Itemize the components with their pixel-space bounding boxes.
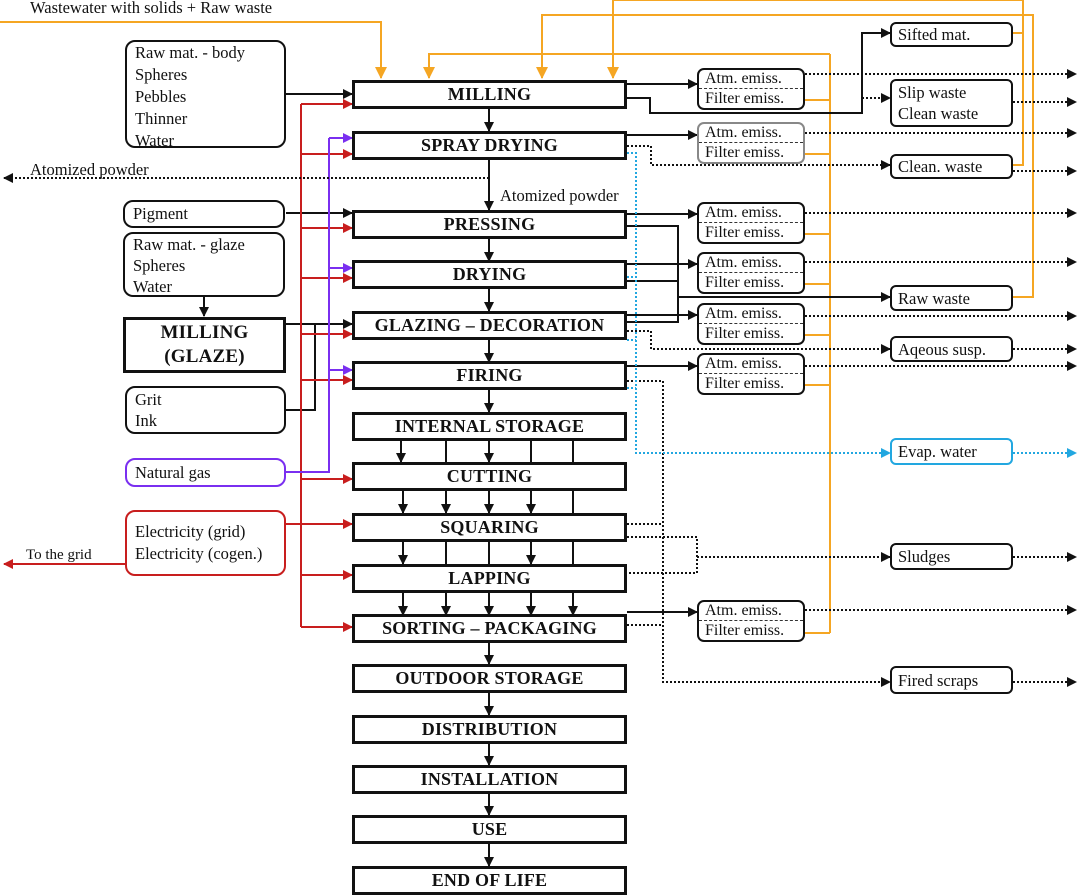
process-internal-storage[interactable]: INTERNAL STORAGE bbox=[352, 412, 627, 441]
input-pigment[interactable]: Pigment bbox=[123, 200, 285, 228]
filter-emissions: Filter emiss. bbox=[705, 374, 785, 392]
output-item: Slip waste bbox=[898, 83, 967, 102]
process-firing[interactable]: FIRING bbox=[352, 361, 627, 390]
input-item: Natural gas bbox=[135, 463, 211, 482]
process-milling[interactable]: MILLING bbox=[352, 80, 627, 109]
output-item: Sifted mat. bbox=[898, 25, 971, 44]
output-sludges[interactable]: Sludges bbox=[890, 543, 1013, 570]
emission-connectors bbox=[627, 28, 891, 617]
output-aqueous-suspension[interactable]: Aqeous susp. bbox=[890, 336, 1013, 362]
filter-emissions: Filter emiss. bbox=[705, 621, 785, 639]
input-body-materials[interactable]: Raw mat. - body Spheres Pebbles Thinner … bbox=[125, 40, 286, 150]
emissions-firing[interactable]: Atm. emiss. Filter emiss. bbox=[697, 353, 805, 395]
recycling-flow-lines bbox=[0, 0, 1034, 634]
output-slip-clean-waste[interactable]: Slip waste Clean waste bbox=[890, 79, 1013, 127]
input-item: Raw mat. - glaze bbox=[133, 235, 245, 254]
atm-emissions: Atm. emiss. bbox=[699, 70, 803, 89]
output-item: Raw waste bbox=[898, 288, 970, 308]
atomized-powder-out-label: Atomized powder bbox=[30, 160, 149, 179]
output-item: Clean. waste bbox=[898, 157, 983, 176]
electricity-lines bbox=[3, 99, 353, 632]
atm-emissions: Atm. emiss. bbox=[699, 602, 803, 621]
input-item: Electricity (cogen.) bbox=[135, 544, 263, 563]
process-distribution[interactable]: DISTRIBUTION bbox=[352, 715, 627, 744]
process-spray-drying[interactable]: SPRAY DRYING bbox=[352, 131, 627, 160]
input-item: Ink bbox=[135, 411, 157, 430]
input-glaze-materials[interactable]: Raw mat. - glaze Spheres Water bbox=[123, 232, 285, 297]
process-pressing[interactable]: PRESSING bbox=[352, 210, 627, 239]
evaporated-water-lines bbox=[627, 152, 1077, 458]
input-item: Water bbox=[133, 277, 172, 296]
emissions-spray-drying[interactable]: Atm. emiss. Filter emiss. bbox=[697, 122, 805, 164]
process-glazing-decoration[interactable]: GLAZING – DECORATION bbox=[352, 311, 627, 340]
input-item: Thinner bbox=[135, 109, 188, 128]
process-squaring[interactable]: SQUARING bbox=[352, 513, 627, 542]
process-installation[interactable]: INSTALLATION bbox=[352, 765, 627, 794]
emissions-milling[interactable]: Atm. emiss. Filter emiss. bbox=[697, 68, 805, 110]
process-cutting[interactable]: CUTTING bbox=[352, 462, 627, 491]
milling-glaze-line1: MILLING bbox=[160, 322, 249, 343]
raw-waste-return-line bbox=[536, 14, 1034, 298]
natural-gas-lines bbox=[286, 133, 353, 473]
output-sifted-material[interactable]: Sifted mat. bbox=[890, 22, 1013, 47]
input-item: Electricity (grid) bbox=[135, 522, 246, 541]
process-milling-glaze[interactable]: MILLING (GLAZE) bbox=[123, 317, 286, 373]
dotted-flow-lines bbox=[3, 69, 1077, 687]
process-end-of-life[interactable]: END OF LIFE bbox=[352, 866, 627, 895]
filter-return-line bbox=[423, 53, 830, 79]
output-item: Aqeous susp. bbox=[898, 339, 987, 359]
output-item: Sludges bbox=[898, 547, 951, 566]
process-use[interactable]: USE bbox=[352, 815, 627, 844]
output-evaporated-water[interactable]: Evap. water bbox=[890, 438, 1013, 465]
filter-emissions: Filter emiss. bbox=[705, 143, 785, 161]
input-item: Grit bbox=[135, 390, 162, 409]
emissions-drying[interactable]: Atm. emiss. Filter emiss. bbox=[697, 252, 805, 294]
atm-emissions: Atm. emiss. bbox=[699, 204, 803, 223]
input-item: Raw mat. - body bbox=[135, 43, 245, 62]
output-item: Fired scraps bbox=[898, 670, 979, 690]
wastewater-line bbox=[0, 21, 387, 79]
output-fired-scraps[interactable]: Fired scraps bbox=[890, 666, 1013, 694]
output-cleaning-waste[interactable]: Clean. waste bbox=[890, 154, 1013, 179]
atomized-powder-in-label: Atomized powder bbox=[500, 186, 619, 205]
process-sorting-packaging[interactable]: SORTING – PACKAGING bbox=[352, 614, 627, 643]
input-connectors bbox=[199, 89, 353, 411]
input-item: Pigment bbox=[133, 204, 189, 223]
input-item: Pebbles bbox=[135, 87, 187, 106]
to-the-grid-label: To the grid bbox=[26, 547, 92, 563]
emissions-glazing[interactable]: Atm. emiss. Filter emiss. bbox=[697, 303, 805, 345]
emissions-pressing[interactable]: Atm. emiss. Filter emiss. bbox=[697, 202, 805, 244]
input-item: Spheres bbox=[135, 65, 188, 84]
atm-emissions: Atm. emiss. bbox=[699, 305, 803, 324]
input-natural-gas[interactable]: Natural gas bbox=[125, 458, 286, 487]
clean-waste-return-line bbox=[607, 0, 1024, 166]
filter-emissions: Filter emiss. bbox=[705, 89, 785, 107]
milling-glaze-line2: (GLAZE) bbox=[164, 346, 245, 367]
output-raw-waste[interactable]: Raw waste bbox=[890, 285, 1013, 311]
process-lapping[interactable]: LAPPING bbox=[352, 564, 627, 593]
input-grit-ink[interactable]: Grit Ink bbox=[125, 386, 286, 434]
output-item: Evap. water bbox=[898, 442, 977, 461]
input-electricity[interactable]: Electricity (grid) Electricity (cogen.) bbox=[125, 510, 286, 576]
wastewater-label: Wastewater with solids + Raw waste bbox=[30, 0, 273, 17]
output-item: Clean waste bbox=[898, 104, 979, 123]
process-drying[interactable]: DRYING bbox=[352, 260, 627, 289]
atm-emissions: Atm. emiss. bbox=[699, 355, 803, 374]
emissions-sorting[interactable]: Atm. emiss. Filter emiss. bbox=[697, 600, 805, 642]
filter-emissions: Filter emiss. bbox=[705, 223, 785, 241]
input-item: Water bbox=[135, 131, 174, 150]
input-item: Spheres bbox=[133, 256, 186, 275]
atm-emissions: Atm. emiss. bbox=[699, 254, 803, 273]
process-chain-arrows bbox=[396, 108, 578, 867]
filter-emissions: Filter emiss. bbox=[705, 273, 785, 291]
atm-emissions: Atm. emiss. bbox=[699, 124, 803, 143]
process-outdoor-storage[interactable]: OUTDOOR STORAGE bbox=[352, 664, 627, 693]
filter-emissions: Filter emiss. bbox=[705, 324, 785, 342]
